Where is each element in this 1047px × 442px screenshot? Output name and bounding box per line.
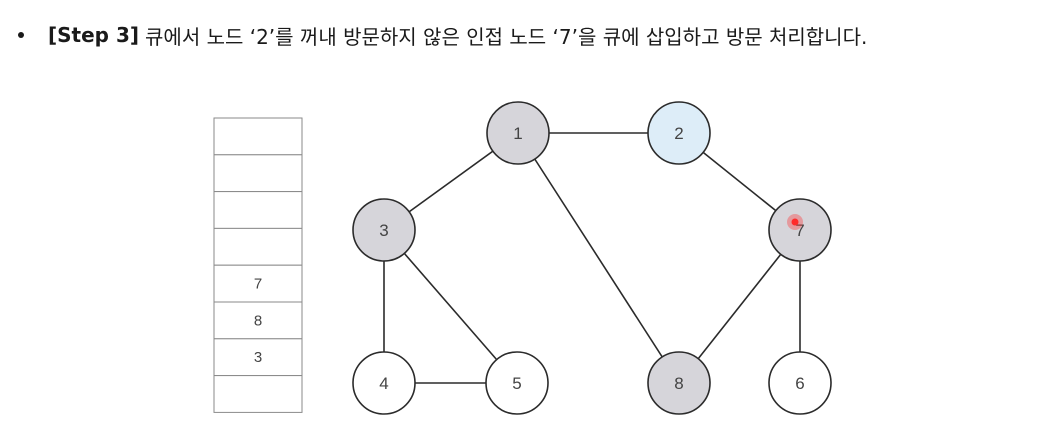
node-label: 8 — [674, 374, 683, 393]
step-label: [Step 3] — [48, 23, 140, 47]
node-label: 4 — [379, 374, 388, 393]
edge-3-5 — [383, 229, 518, 384]
queue-slot — [213, 191, 303, 229]
queue-slot: 3 — [213, 338, 303, 377]
node-label: 5 — [512, 374, 521, 393]
queue: 7 8 3 — [213, 117, 303, 413]
graph-edges — [383, 132, 801, 384]
queue-slot: 7 — [213, 264, 303, 303]
node-label: 1 — [513, 124, 522, 143]
bullet-icon — [18, 32, 24, 38]
graph-node-1: 1 — [486, 101, 550, 165]
queue-value: 3 — [254, 349, 262, 366]
queue-slot — [213, 227, 303, 266]
edge-1-8 — [517, 132, 680, 384]
node-label: 6 — [795, 374, 804, 393]
graph-nodes: 1 2 3 7 4 5 8 6 — [352, 101, 832, 415]
queue-slot — [213, 154, 303, 193]
mouse-cursor-icon — [787, 214, 803, 230]
graph-node-3: 3 — [352, 198, 416, 262]
queue-slot: 8 — [213, 301, 303, 340]
edge-7-8 — [678, 229, 801, 384]
node-label: 2 — [674, 124, 683, 143]
queue-slot — [213, 117, 303, 156]
graph-node-6: 6 — [768, 351, 832, 415]
graph-node-4: 4 — [352, 351, 416, 415]
instruction-line: [Step 3] 큐에서 노드 ‘2’를 꺼내 방문하지 않은 인접 노드 ‘7… — [14, 20, 867, 50]
node-label: 7 — [795, 221, 804, 240]
queue-value: 8 — [254, 312, 262, 329]
node-label: 3 — [379, 221, 388, 240]
graph-node-7: 7 — [768, 198, 832, 262]
graph-node-2: 2 — [647, 101, 711, 165]
graph-node-8: 8 — [647, 351, 711, 415]
graph-node-5: 5 — [485, 351, 549, 415]
queue-value: 7 — [254, 276, 262, 293]
instruction-text: 큐에서 노드 ‘2’를 꺼내 방문하지 않은 인접 노드 ‘7’을 큐에 삽입하… — [145, 24, 868, 49]
queue-slot — [213, 375, 303, 413]
